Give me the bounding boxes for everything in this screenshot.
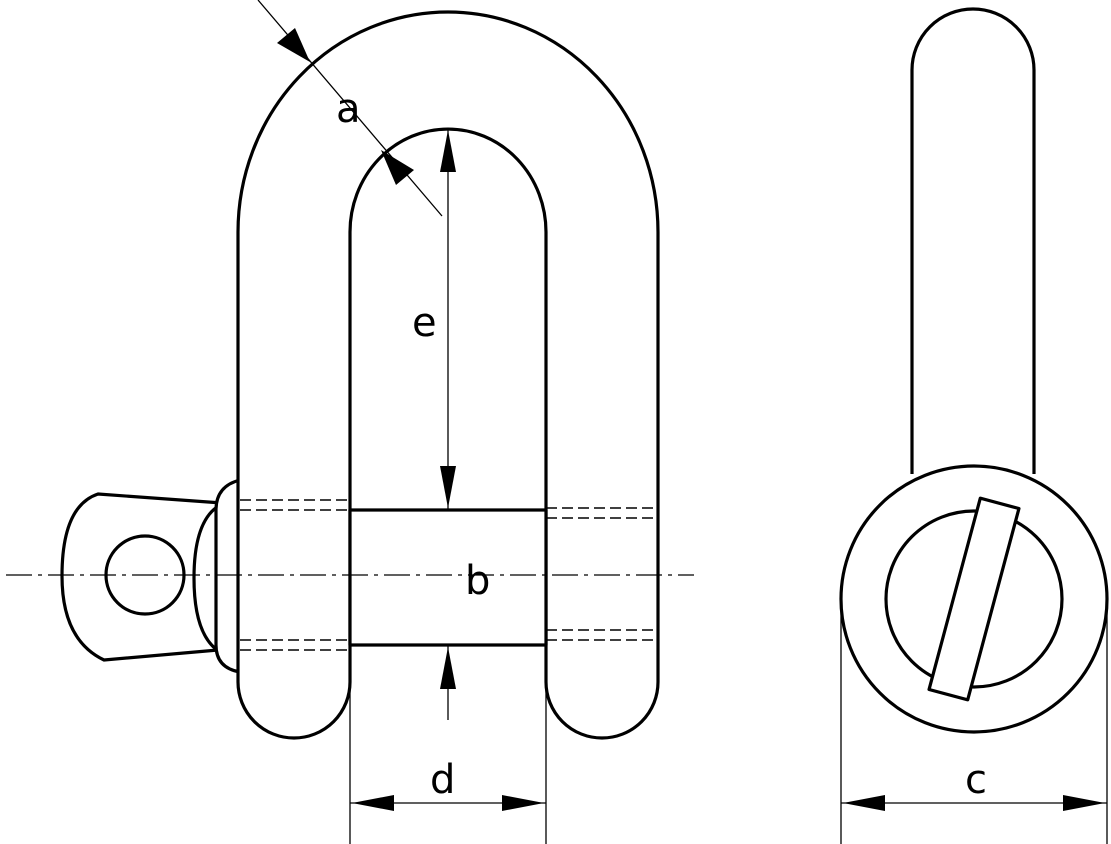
dimension-c-label: c: [965, 757, 987, 803]
pin-collar-outer: [214, 478, 242, 674]
dimension-c-arrow: [843, 795, 885, 811]
dimension-b-label: b: [465, 558, 490, 604]
dimension-d-label: d: [430, 757, 455, 803]
pin-head-slot: [927, 496, 1021, 702]
dimension-a-arrow: [381, 150, 414, 185]
front-view: a e b d: [6, 0, 694, 844]
dimension-b-arrow: [440, 647, 456, 689]
dimension-e-arrow: [440, 466, 456, 508]
dimension-d-arrow: [502, 795, 544, 811]
dimension-e-label: e: [412, 300, 437, 346]
dimension-e-arrow: [440, 130, 456, 172]
side-view: c: [839, 7, 1109, 844]
dimension-c-arrow: [1063, 795, 1105, 811]
dimension-d-arrow: [352, 795, 394, 811]
shackle-body: [236, 10, 660, 740]
pin-shank: [348, 508, 548, 647]
side-bow: [910, 7, 1036, 474]
dimension-a-arrow: [277, 28, 310, 62]
dimension-a-label: a: [336, 86, 361, 132]
